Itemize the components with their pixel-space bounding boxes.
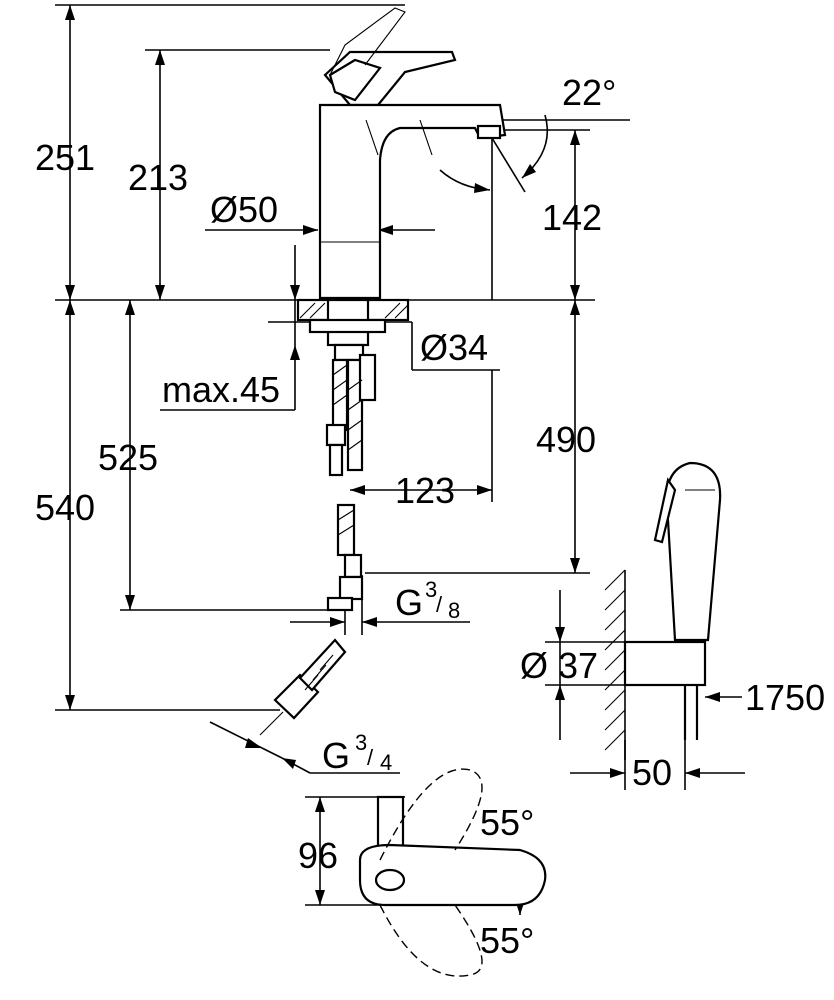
label-525: 525 [98,437,158,478]
label-max-45: max.45 [162,369,280,410]
label-213: 213 [128,157,188,198]
supply-hoses [259,353,377,736]
label-50: 50 [632,752,672,793]
label-123: 123 [395,470,455,511]
top-view [358,768,547,977]
label-thread-g34-den: 4 [380,750,392,775]
label-96: 96 [298,835,338,876]
label-55-deg-upper: 55° [480,802,534,843]
label-thread-g34-sep: / [367,745,374,770]
label-thread-g38-sep: / [436,592,443,617]
faucet-body [318,7,507,300]
dimension-labels: 251 213 Ø50 22° 142 Ø34 max.45 525 540 4… [35,72,825,961]
label-142: 142 [542,197,602,238]
label-diameter-37: Ø 37 [520,645,598,686]
label-490: 490 [536,419,596,460]
label-thread-g34: G [322,735,350,776]
label-22-deg: 22° [562,72,616,113]
label-thread-g38: G [395,582,423,623]
arrowheads [65,5,720,915]
label-thread-g34-num: 3 [355,730,367,755]
label-55-deg-lower: 55° [480,920,534,961]
label-540: 540 [35,487,95,528]
label-diameter-50: Ø50 [210,189,278,230]
label-thread-g38-num: 3 [425,577,437,602]
hand-shower [604,461,722,760]
label-diameter-34: Ø34 [420,327,488,368]
countertop-mount [296,298,410,362]
label-1750: 1750 [745,677,825,718]
label-thread-g38-den: 8 [448,598,460,623]
label-251: 251 [35,137,95,178]
